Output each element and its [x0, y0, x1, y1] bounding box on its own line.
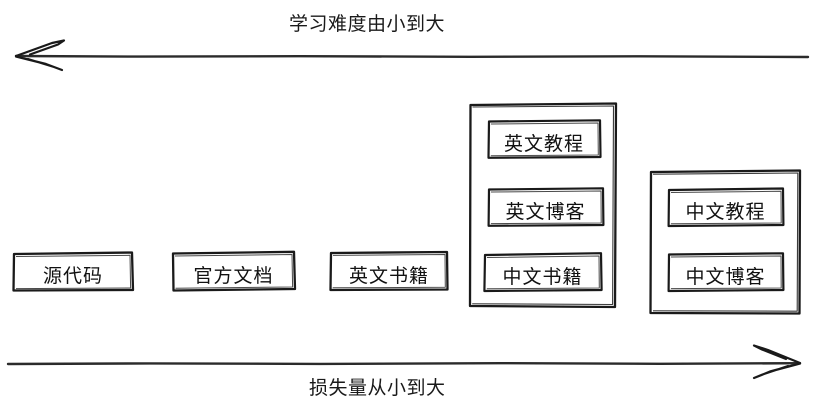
node-box-english-tutorial[interactable]	[487, 119, 602, 159]
node-box-chinese-books[interactable]	[483, 252, 603, 293]
node-box-chinese-tutorial[interactable]	[667, 187, 785, 228]
group-english-outline	[468, 102, 618, 309]
node-box-source-code[interactable]	[12, 251, 135, 292]
top-axis-label: 学习难度由小到大	[289, 13, 446, 35]
node-box-english-blog[interactable]	[487, 187, 605, 227]
node-box-english-books[interactable]	[329, 250, 449, 292]
group-chinese-outline	[649, 169, 802, 315]
node-box-chinese-blog[interactable]	[667, 252, 785, 293]
arrow-right-icon	[6, 344, 802, 380]
node-box-official-docs[interactable]	[171, 250, 297, 292]
bottom-axis-label: 损失量从小到大	[309, 377, 446, 399]
arrow-left-icon	[14, 39, 810, 72]
